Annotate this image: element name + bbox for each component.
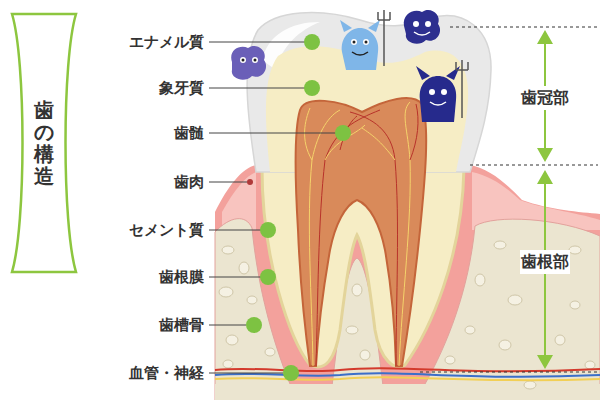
leader-lines: [209, 42, 337, 373]
part-label: セメント質: [129, 221, 204, 239]
leader-dots: [246, 34, 351, 381]
part-label: 血管・神経: [129, 364, 204, 382]
title-frame: [12, 14, 76, 272]
pulp: [296, 98, 427, 366]
vertical-title: 歯の構造: [34, 99, 54, 187]
region-label: 歯根部: [520, 250, 570, 273]
region-label: 歯冠部: [520, 86, 570, 109]
range-arrows: [537, 30, 553, 369]
part-label: エナメル質: [129, 33, 204, 51]
part-label: 歯根膜: [159, 268, 204, 286]
part-label: 象牙質: [159, 79, 204, 97]
region-lines: [420, 27, 598, 372]
bacteria: [231, 10, 468, 122]
part-label: 歯肉: [174, 173, 204, 191]
part-label: 歯槽骨: [159, 316, 204, 334]
vessels: [215, 368, 600, 380]
part-label: 歯髄: [174, 124, 204, 142]
pulp-nerves: [305, 102, 418, 366]
